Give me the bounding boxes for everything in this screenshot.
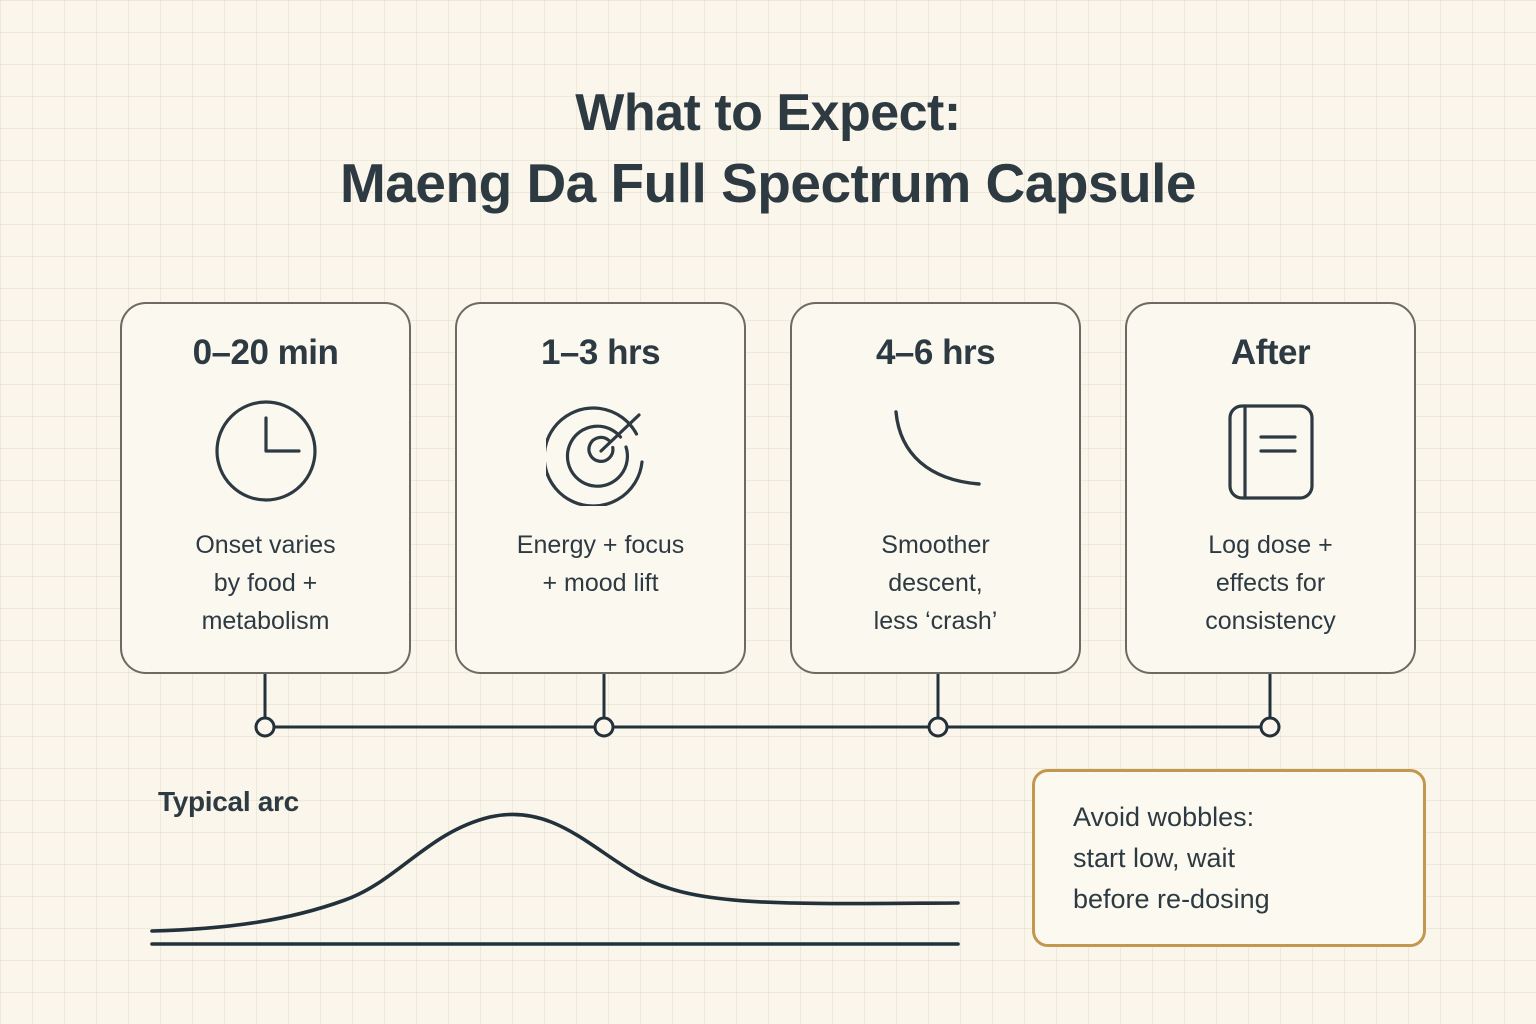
- stage-desc-line: less ‘crash’: [873, 607, 998, 635]
- callout-line: Avoid wobbles:: [1073, 801, 1255, 832]
- stage-card-peak[interactable]: 1–3 hrs Energy + focus + mood lift: [455, 302, 746, 674]
- timeline-node: [593, 716, 615, 738]
- page-title: What to Expect: Maeng Da Full Spectrum C…: [0, 78, 1536, 218]
- descending-curve-icon: [877, 392, 995, 510]
- stage-desc-line: Energy + focus: [516, 531, 685, 559]
- stage-card-descent[interactable]: 4–6 hrs Smoother descent, less ‘crash’: [790, 302, 1081, 674]
- stage-card-after[interactable]: After Log dose + effects for consistency: [1125, 302, 1416, 674]
- stage-desc-line: metabolism: [201, 607, 330, 635]
- stage-desc-line: effects for: [1215, 569, 1326, 597]
- stage-desc-line: consistency: [1205, 607, 1336, 635]
- callout-box: Avoid wobbles: start low, wait before re…: [1032, 769, 1426, 947]
- stage-desc-line: Smoother: [881, 531, 990, 559]
- stage-card-description: Onset varies by food + metabolism: [181, 526, 349, 640]
- title-line-1: What to Expect:: [575, 84, 961, 142]
- callout-text: Avoid wobbles: start low, wait before re…: [1073, 797, 1270, 920]
- clock-icon: [207, 392, 325, 510]
- stage-card-row: 0–20 min Onset varies by food + metaboli…: [120, 302, 1416, 674]
- stage-card-description: Smoother descent, less ‘crash’: [860, 526, 1012, 640]
- stage-card-title: 1–3 hrs: [540, 333, 661, 372]
- radar-target-icon: [542, 392, 660, 510]
- stage-card-description: Log dose + effects for consistency: [1191, 526, 1350, 640]
- stage-card-title: 4–6 hrs: [875, 333, 996, 372]
- stage-desc-line: by food +: [213, 569, 318, 597]
- stage-card-description: Energy + focus + mood lift: [503, 526, 698, 602]
- stage-card-onset[interactable]: 0–20 min Onset varies by food + metaboli…: [120, 302, 411, 674]
- stage-desc-line: descent,: [888, 569, 983, 597]
- typical-arc-chart: [150, 812, 960, 946]
- timeline-node: [1259, 716, 1281, 738]
- callout-line: before re-dosing: [1073, 883, 1270, 914]
- timeline-node: [254, 716, 276, 738]
- stage-card-title: After: [1230, 333, 1311, 372]
- arc-chart-label: Typical arc: [158, 786, 299, 817]
- stage-card-title: 0–20 min: [192, 333, 339, 372]
- callout-line: start low, wait: [1073, 842, 1236, 873]
- stage-desc-line: Onset varies: [195, 531, 336, 559]
- title-line-2: Maeng Da Full Spectrum Capsule: [339, 152, 1197, 214]
- stage-desc-line: Log dose +: [1208, 531, 1333, 559]
- stage-desc-line: + mood lift: [542, 569, 659, 597]
- timeline-rail: [254, 674, 1281, 738]
- timeline-node: [927, 716, 949, 738]
- journal-book-icon: [1212, 392, 1330, 510]
- arc-curve: [150, 812, 960, 933]
